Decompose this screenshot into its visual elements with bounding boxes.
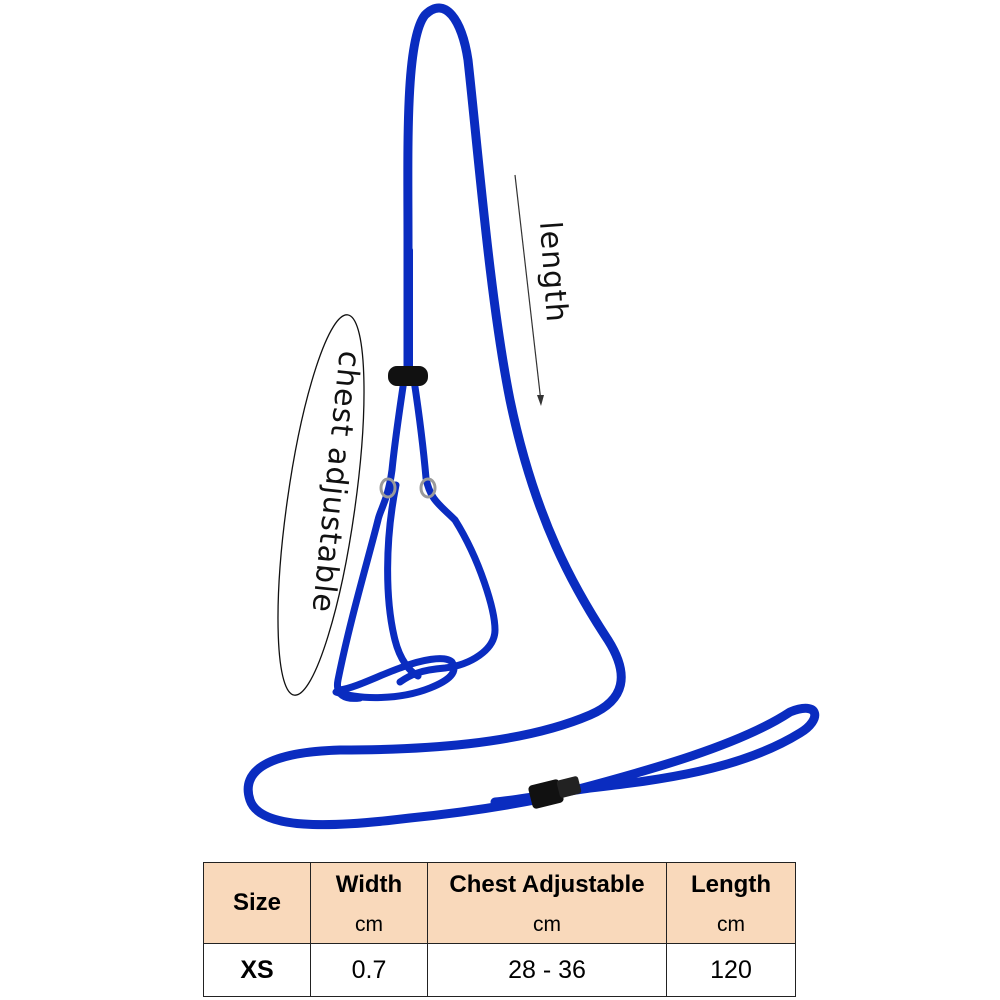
ring-left: [379, 477, 397, 499]
cell-width: 0.7: [310, 943, 428, 997]
harness-strap-right: [396, 376, 499, 686]
harness-inner-strap: [384, 481, 422, 680]
chest-adjustable-label: chest adjustable: [305, 349, 367, 614]
header-length: Length cm: [666, 862, 796, 944]
length-arrow: [514, 174, 544, 406]
table-row: XS 0.7 28 - 36 120: [203, 943, 796, 997]
cell-chest: 28 - 36: [427, 943, 667, 997]
header-length-label: Length: [691, 871, 771, 898]
harness-belly-strap: [332, 655, 458, 702]
leash-rope: [243, 3, 820, 830]
harness-leash-illustration: length chest adjustable: [243, 3, 820, 830]
harness-strap-left: [333, 376, 408, 702]
header-width-label: Width: [335, 871, 403, 898]
header-chest-unit: cm: [533, 913, 561, 936]
header-length-unit: cm: [717, 913, 745, 936]
leash-line: [243, 3, 626, 830]
cell-length: 120: [666, 943, 796, 997]
table-header-row: Size Width cm Chest Adjustable cm Length…: [203, 862, 796, 944]
length-label: length: [532, 220, 574, 324]
header-chest: Chest Adjustable cm: [427, 862, 667, 944]
header-size: Size: [203, 862, 311, 944]
header-chest-label: Chest Adjustable: [449, 871, 645, 898]
header-width-unit: cm: [355, 913, 383, 936]
header-width: Width cm: [310, 862, 428, 944]
buckle-icon: [528, 776, 582, 809]
ring-right: [419, 477, 437, 499]
cell-size: XS: [203, 943, 311, 997]
size-table: Size Width cm Chest Adjustable cm Length…: [203, 862, 796, 997]
slider-bead: [388, 366, 428, 386]
chest-ellipse: [277, 314, 365, 696]
